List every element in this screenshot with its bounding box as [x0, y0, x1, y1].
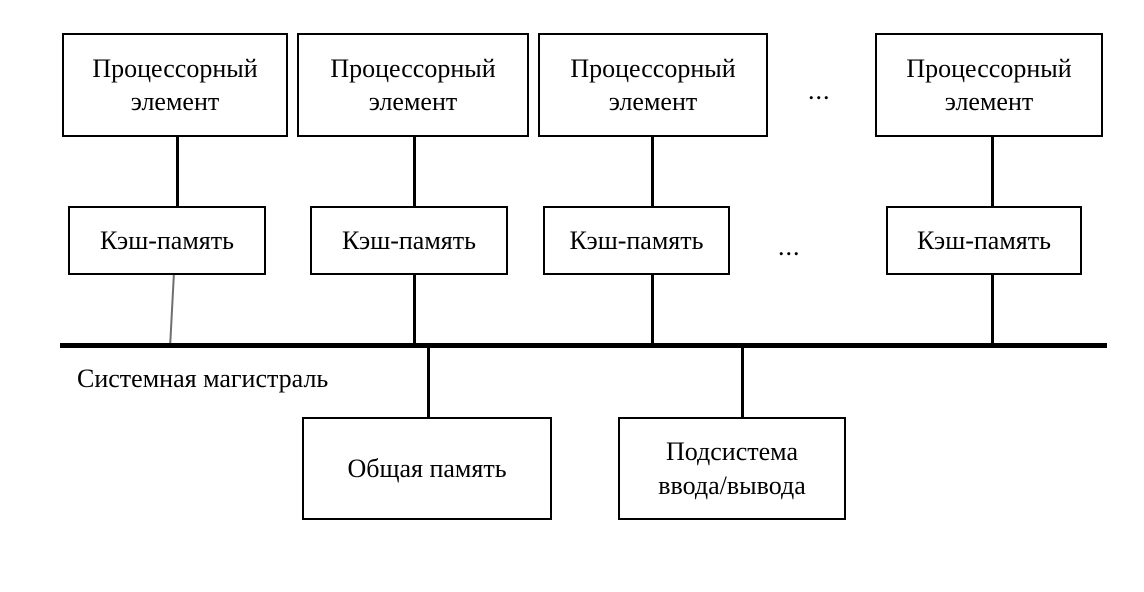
cache-memory-label: Кэш-память	[100, 225, 234, 255]
connector-bus-to-io-subsystem	[741, 346, 744, 419]
connector-pe2-to-cache2	[413, 135, 416, 208]
system-bus-label: Системная магистраль	[77, 364, 329, 393]
connector-cache3-to-bus	[651, 273, 654, 347]
cache-memory-label: Кэш-память	[917, 225, 1051, 255]
processor-element-label-line1: Процессорный	[330, 53, 496, 83]
io-subsystem-label-line2: ввода/вывода	[658, 470, 806, 500]
connector-pe4-to-cache4	[991, 135, 994, 208]
shared-memory-label: Общая память	[347, 453, 507, 483]
processor-row-ellipsis: ...	[808, 76, 831, 105]
processor-element-label-line2: элемент	[368, 87, 458, 116]
processor-element-node-1: Процессорный элемент	[62, 33, 288, 137]
connector-cache4-to-bus	[991, 273, 994, 347]
io-subsystem-label-line1: Подсистема	[666, 437, 798, 467]
connector-pe3-to-cache3	[651, 135, 654, 208]
processor-element-label-line1: Процессорный	[92, 53, 258, 83]
processor-element-label-line2: элемент	[130, 87, 220, 116]
cache-memory-node-2: Кэш-память	[310, 206, 508, 275]
processor-element-node-3: Процессорный элемент	[538, 33, 768, 137]
connector-bus-to-shared-memory	[427, 346, 430, 419]
processor-element-label-line2: элемент	[944, 87, 1034, 116]
processor-element-label-line1: Процессорный	[570, 53, 736, 83]
connector-cache2-to-bus	[413, 273, 416, 347]
system-bus-line	[60, 343, 1107, 348]
connector-cache1-to-bus	[169, 273, 175, 347]
cache-memory-node-3: Кэш-память	[543, 206, 730, 275]
processor-element-label-line1: Процессорный	[906, 53, 1072, 83]
processor-element-node-4: Процессорный элемент	[875, 33, 1103, 137]
cache-memory-label: Кэш-память	[342, 225, 476, 255]
processor-element-node-2: Процессорный элемент	[297, 33, 529, 137]
processor-element-label-line2: элемент	[608, 87, 698, 116]
cache-memory-label: Кэш-память	[569, 225, 704, 255]
cache-row-ellipsis: ...	[778, 232, 801, 261]
shared-memory-node: Общая память	[302, 417, 552, 520]
io-subsystem-node: Подсистема ввода/вывода	[618, 417, 846, 520]
cache-memory-node-1: Кэш-память	[68, 206, 266, 275]
cache-memory-node-4: Кэш-память	[886, 206, 1082, 275]
connector-pe1-to-cache1	[176, 135, 179, 208]
